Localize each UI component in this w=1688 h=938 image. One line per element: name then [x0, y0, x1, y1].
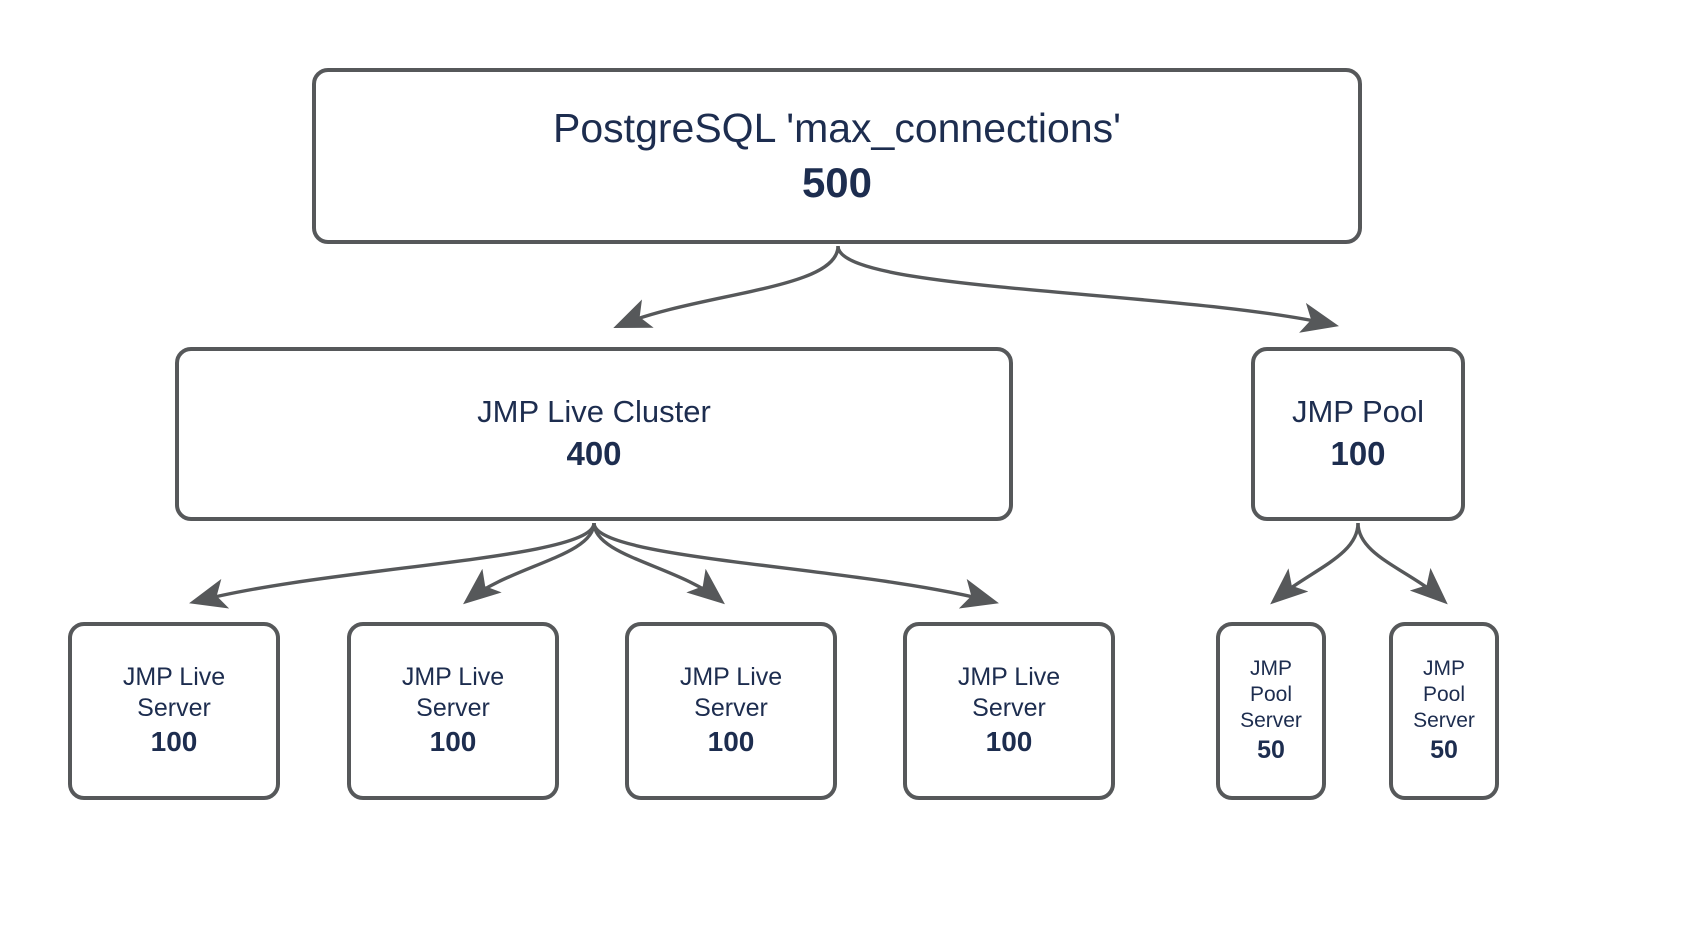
- node-live-server-2-label-line1: JMP Live: [401, 663, 505, 692]
- node-live-server-2-value: 100: [429, 726, 477, 758]
- edge-cluster-to-live-3: [592, 522, 725, 605]
- node-jmp-live-cluster[interactable]: JMP Live Cluster 400: [175, 347, 1013, 521]
- node-jmp-pool-server-2[interactable]: JMP Pool Server 50: [1389, 622, 1499, 800]
- node-live-server-3-label-line2: Server: [694, 693, 768, 722]
- node-cluster-label: JMP Live Cluster: [477, 394, 711, 430]
- node-pool-server-1-label-line2: Pool: [1249, 682, 1293, 706]
- edge-cluster-to-live-4: [592, 522, 999, 609]
- node-pool-value: 100: [1330, 435, 1386, 473]
- node-live-server-3-label-line1: JMP Live: [679, 663, 783, 692]
- node-pool-server-2-label-line2: Pool: [1422, 682, 1466, 706]
- node-live-server-4-value: 100: [985, 726, 1033, 758]
- node-live-server-1-label-line2: Server: [137, 693, 211, 722]
- edge-pool-to-pool-server-2: [1356, 522, 1448, 605]
- edge-cluster-to-live-2: [463, 522, 596, 605]
- node-pool-server-2-label-line3: Server: [1413, 708, 1475, 732]
- node-pool-server-1-label-line3: Server: [1240, 708, 1302, 732]
- node-jmp-pool[interactable]: JMP Pool 100: [1251, 347, 1465, 521]
- node-pool-label: JMP Pool: [1291, 394, 1425, 430]
- node-jmp-pool-server-1[interactable]: JMP Pool Server 50: [1216, 622, 1326, 800]
- node-pool-server-2-value: 50: [1430, 736, 1458, 765]
- node-cluster-value: 400: [566, 435, 622, 473]
- edge-cluster-to-live-1: [189, 522, 596, 609]
- node-root-label: PostgreSQL 'max_connections': [553, 105, 1121, 152]
- node-pool-server-2-label-line1: JMP: [1423, 657, 1465, 681]
- node-pool-server-1-label-line1: JMP: [1250, 657, 1292, 681]
- node-live-server-4-label-line1: JMP Live: [957, 663, 1061, 692]
- node-live-server-1-label-line1: JMP Live: [122, 663, 226, 692]
- node-root-value: 500: [801, 159, 873, 207]
- node-jmp-live-server-2[interactable]: JMP Live Server 100: [347, 622, 559, 800]
- node-live-server-1-value: 100: [150, 726, 198, 758]
- node-pool-server-1-value: 50: [1257, 736, 1285, 765]
- edge-pool-to-pool-server-1: [1270, 522, 1360, 605]
- node-live-server-4-label-line2: Server: [972, 693, 1046, 722]
- node-jmp-live-server-1[interactable]: JMP Live Server 100: [68, 622, 280, 800]
- node-jmp-live-server-3[interactable]: JMP Live Server 100: [625, 622, 837, 800]
- edge-root-to-cluster: [613, 245, 840, 328]
- edge-root-to-pool: [836, 245, 1339, 333]
- node-postgresql-max-connections[interactable]: PostgreSQL 'max_connections' 500: [312, 68, 1362, 244]
- node-live-server-2-label-line2: Server: [416, 693, 490, 722]
- node-live-server-3-value: 100: [707, 726, 755, 758]
- node-jmp-live-server-4[interactable]: JMP Live Server 100: [903, 622, 1115, 800]
